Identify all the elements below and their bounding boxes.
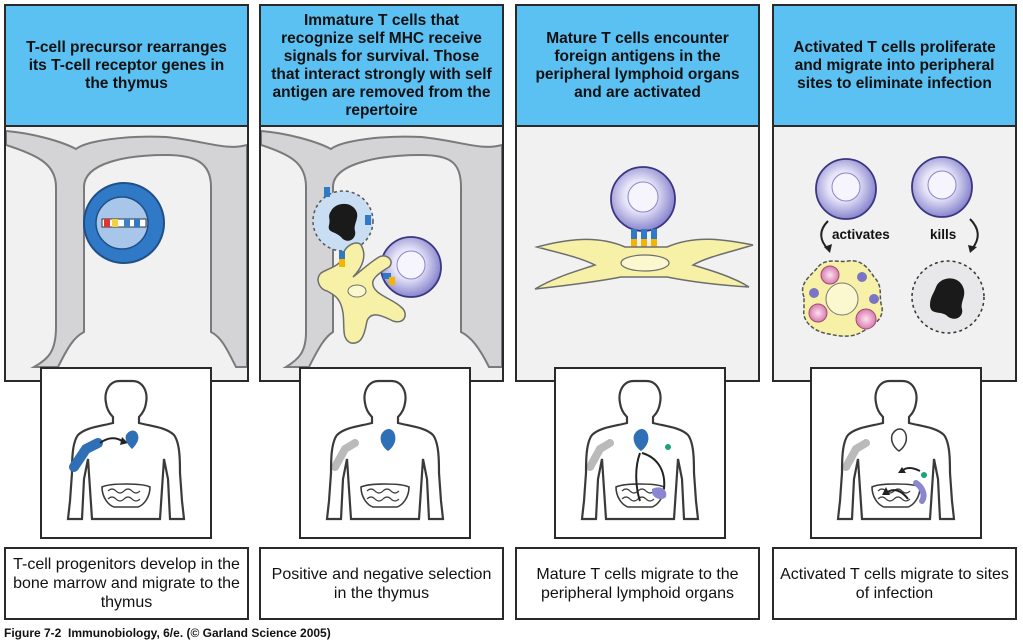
thymus xyxy=(633,429,649,451)
panel-2-header: Immature T cells that recognize self MHC… xyxy=(261,6,502,127)
caption-4-text: Activated T cells migrate to sites of in… xyxy=(780,565,1009,602)
panel-2-header-text: Immature T cells that recognize self MHC… xyxy=(271,11,492,119)
bone-marrow-arm xyxy=(69,438,103,472)
kills-label: kills xyxy=(930,227,956,242)
figure-credit: Figure 7-2 Immunobiology, 6/e. (© Garlan… xyxy=(4,626,331,640)
panel-3-header-text: Mature T cells encounter foreign antigen… xyxy=(535,29,740,101)
caption-3: Mature T cells migrate to the peripheral… xyxy=(515,547,760,620)
body-diagram-4 xyxy=(810,367,982,539)
spleen xyxy=(913,480,927,504)
caption-2: Positive and negative selection in the t… xyxy=(259,547,504,620)
caption-2-text: Positive and negative selection in the t… xyxy=(271,565,492,602)
panel-4-header-text: Activated T cells proliferate and migrat… xyxy=(793,38,996,92)
body-diagram-3 xyxy=(554,367,726,539)
caption-4: Activated T cells migrate to sites of in… xyxy=(772,547,1017,620)
panel-3-header: Mature T cells encounter foreign antigen… xyxy=(517,6,758,127)
body-diagram-2 xyxy=(299,367,471,539)
activates-label: activates xyxy=(832,227,890,242)
effector-illustration: activates kills xyxy=(801,156,985,337)
caption-1-text: T-cell progenitors develop in the bone m… xyxy=(13,556,240,611)
thymus xyxy=(125,430,139,449)
panel-1-header-text: T-cell precursor rearranges its T-cell r… xyxy=(26,38,227,92)
figure-source: Immunobiology, 6/e. (© Garland Science 2… xyxy=(68,626,331,640)
panel-2: Immature T cells that recognize self MHC… xyxy=(259,4,504,382)
selection-illustration xyxy=(261,129,502,368)
spleen xyxy=(652,487,667,500)
panel-3: Mature T cells encounter foreign antigen… xyxy=(515,4,760,382)
panel-4-header: Activated T cells proliferate and migrat… xyxy=(774,6,1015,127)
panel-1: T-cell precursor rearranges its T-cell r… xyxy=(4,4,249,382)
thymus xyxy=(380,429,396,451)
activation-illustration xyxy=(534,166,754,290)
caption-1: T-cell progenitors develop in the bone m… xyxy=(4,547,249,620)
panel-1-header: T-cell precursor rearranges its T-cell r… xyxy=(6,6,247,127)
figure-number: Figure 7-2 xyxy=(4,626,62,640)
panel-4: Activated T cells proliferate and migrat… xyxy=(772,4,1017,382)
caption-3-text: Mature T cells migrate to the peripheral… xyxy=(536,565,739,602)
body-diagram-1 xyxy=(40,367,212,539)
thymus-stroma-illustration xyxy=(6,129,247,368)
